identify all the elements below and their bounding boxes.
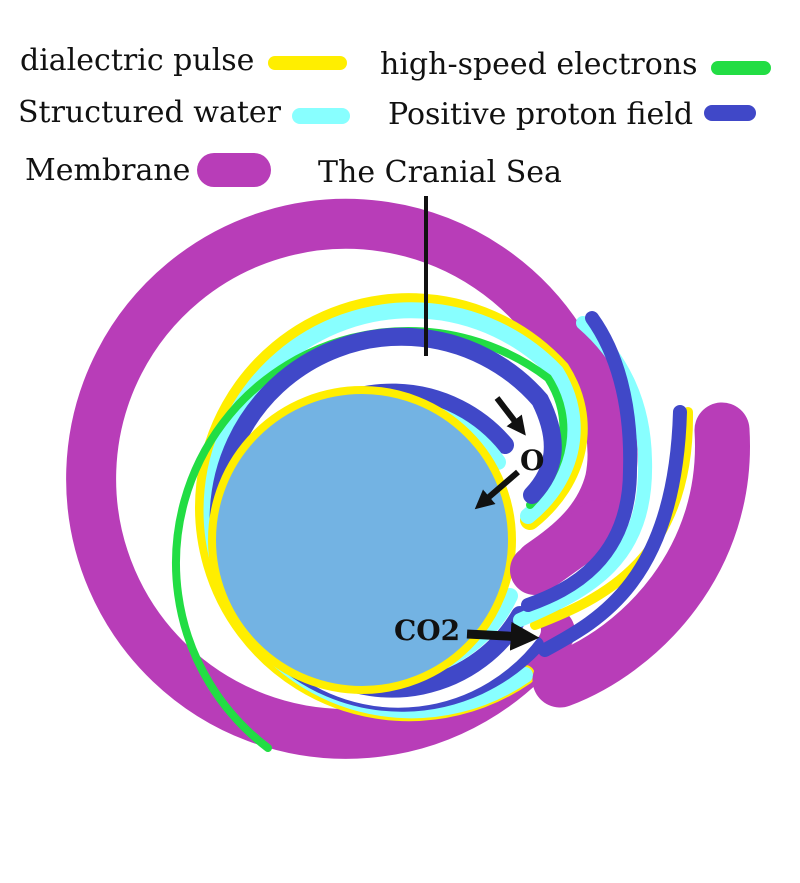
tail-proton-inner [521,311,638,612]
oxygen-arrow-in [494,396,526,436]
tail-membrane [532,402,750,708]
annotations: The Cranial Sea O CO2 [318,155,562,651]
legend-label-high-speed-electrons: high-speed electrons [380,47,698,82]
legend: dialectric pulse high-speed electrons St… [18,43,771,188]
tail-proton [538,405,687,657]
legend-label-dialectric-pulse: dialectric pulse [20,43,254,78]
inner-membrane-tip [510,500,623,595]
co2-label: CO2 [394,614,460,647]
legend-label-positive-proton-field: Positive proton field [388,97,693,132]
co2-arrow-out [466,621,540,651]
cranial-core [208,386,516,694]
legend-label-membrane: Membrane [25,153,190,188]
cranial-sea-label: The Cranial Sea [318,155,562,190]
oxygen-label: O [520,444,544,477]
concentric-layers [66,198,638,759]
oxygen-arrow-to-core [474,469,520,510]
tail-layers [513,311,750,708]
outer-membrane-ring [66,198,638,759]
legend-label-structured-water: Structured water [18,95,282,130]
